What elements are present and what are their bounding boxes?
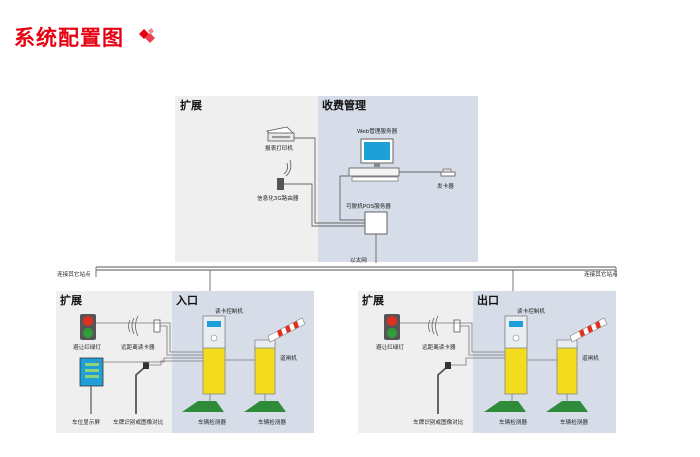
central-expand-label: 扩展 [180, 98, 203, 112]
entrance-wiring [96, 322, 266, 402]
central-wiring [284, 137, 441, 263]
exit-detector-1-label: 车辆检测器 [499, 418, 527, 426]
exit-controller-label: 读卡控制机 [517, 307, 545, 315]
ethernet-bus [95, 266, 617, 300]
entrance-detector-2-label: 车辆检测器 [258, 418, 286, 426]
entrance-display-screen-icon [79, 357, 104, 414]
exit-section-label: 出口 [477, 293, 499, 307]
left-other-sites-label: 连接其它站点 [57, 270, 91, 278]
card-issuer-label: 发卡器 [437, 182, 454, 190]
exit-expand-panel [358, 291, 473, 433]
exit-plate-label: 车牌识别或图像对比 [413, 418, 464, 426]
entrance-loop-1 [182, 401, 225, 412]
exit-camera-icon [437, 362, 451, 414]
exit-expand-label: 扩展 [362, 293, 385, 307]
entrance-loop-2 [244, 401, 287, 412]
entrance-barrier-icon [254, 317, 306, 395]
entrance-avoid-light-label: 避让红绿灯 [73, 343, 101, 351]
entrance-display-label: 车位显示屏 [72, 418, 100, 426]
card-issuer-icon [440, 168, 456, 177]
ethernet-label: 以太网 [350, 256, 367, 264]
central-charge-label: 收费管理 [322, 98, 366, 112]
router-label: 信息化3G路由器 [257, 194, 299, 202]
router-icon [277, 159, 292, 190]
exit-loop-1 [484, 401, 527, 412]
report-printer-icon [266, 126, 295, 142]
exit-loop-2 [546, 401, 589, 412]
entrance-controller-label: 读卡控制机 [215, 307, 243, 315]
entrance-barrier-label: 道闸机 [280, 354, 297, 362]
exit-detector-2-label: 车辆检测器 [560, 418, 588, 426]
report-printer-label: 报表打印机 [265, 144, 293, 152]
entrance-reader-label: 远距离读卡器 [121, 343, 155, 351]
web-server-label: Web管理服务器 [357, 127, 398, 135]
right-other-sites-label: 连接其它站点 [584, 270, 618, 278]
entrance-section-label: 入口 [176, 294, 198, 307]
pos-server-box [364, 211, 388, 235]
exit-barrier-icon [556, 317, 608, 395]
page-title: 系统配置图 [14, 26, 124, 50]
entrance-detector-1-label: 车辆检测器 [198, 418, 226, 426]
exit-wiring [400, 322, 568, 402]
diamond-logo-icon [139, 28, 155, 43]
entrance-plate-label: 车牌识别或图像对比 [113, 418, 164, 426]
entrance-camera-icon [135, 362, 149, 414]
exit-avoid-light-label: 避让红绿灯 [376, 343, 404, 351]
exit-reader-label: 远距离读卡器 [422, 343, 456, 351]
exit-barrier-label: 道闸机 [582, 354, 599, 362]
entrance-traffic-light-icon [80, 314, 96, 340]
pos-server-label: 可脱机POS服务器 [346, 202, 391, 210]
exit-card-controller-icon [504, 315, 528, 395]
exit-traffic-light-icon [384, 314, 400, 340]
entrance-reader-icon [128, 315, 161, 337]
entrance-expand-label: 扩展 [60, 293, 83, 307]
central-expand-panel [175, 96, 318, 262]
entrance-card-controller-icon [202, 315, 226, 395]
